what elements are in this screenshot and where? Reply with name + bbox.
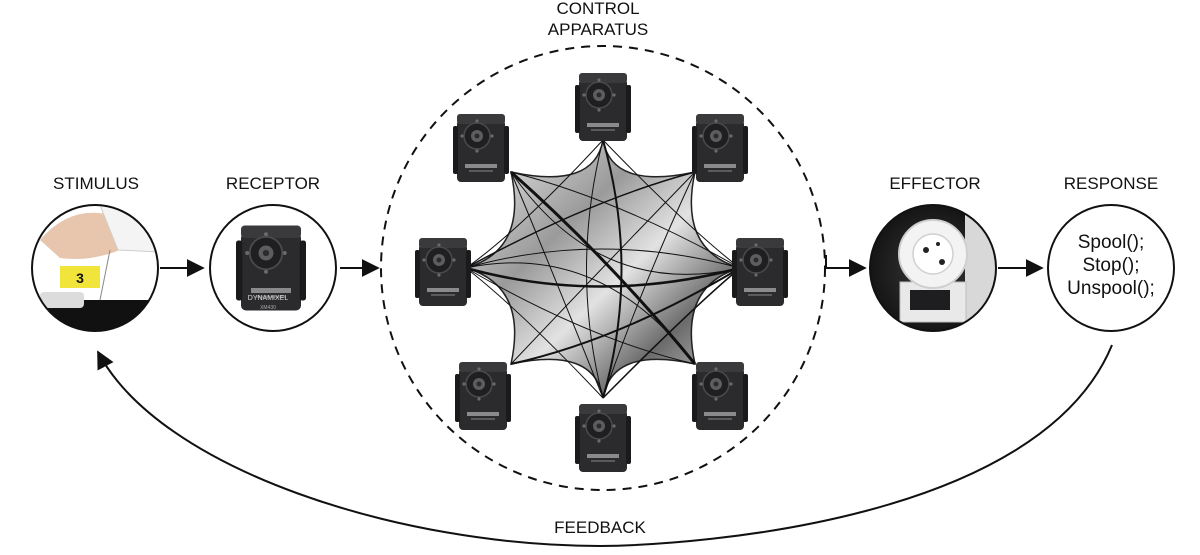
control-apparatus <box>380 45 826 491</box>
string-lines <box>465 139 741 399</box>
arrow-control-effector <box>825 255 867 277</box>
control-servo-icon <box>454 361 512 431</box>
stimulus-tag: 3 <box>76 270 84 286</box>
control-servo-icon <box>691 361 749 431</box>
effector-node <box>869 204 997 332</box>
receptor-node: DYNAMIXEL XM430 <box>209 204 337 332</box>
control-servo-icon <box>574 72 632 142</box>
receptor-label: RECEPTOR <box>226 174 320 193</box>
response-node: Spool(); Stop(); Unspool(); <box>1047 204 1175 332</box>
control-label-line1: CONTROL <box>556 0 639 18</box>
control-servo-icon <box>691 113 749 183</box>
control-servo-icon <box>731 237 789 307</box>
stimulus-node: 3 <box>31 204 159 332</box>
response-command: Stop(); <box>1082 255 1139 276</box>
feedback-arrow <box>97 344 1113 548</box>
control-servo-icon <box>574 403 632 473</box>
response-label: RESPONSE <box>1064 174 1158 193</box>
receptor-brand: DYNAMIXEL <box>248 295 289 302</box>
feedback-label: FEEDBACK <box>554 518 646 537</box>
control-label-line2: APPARATUS <box>548 20 648 39</box>
receptor-model: XM430 <box>260 305 276 311</box>
control-servo-icon <box>452 113 510 183</box>
response-command: Unspool(); <box>1067 278 1155 299</box>
response-command: Spool(); <box>1078 232 1145 253</box>
stimulus-label: STIMULUS <box>53 174 139 193</box>
effector-label: EFFECTOR <box>889 174 980 193</box>
control-servo-icon <box>414 237 472 307</box>
